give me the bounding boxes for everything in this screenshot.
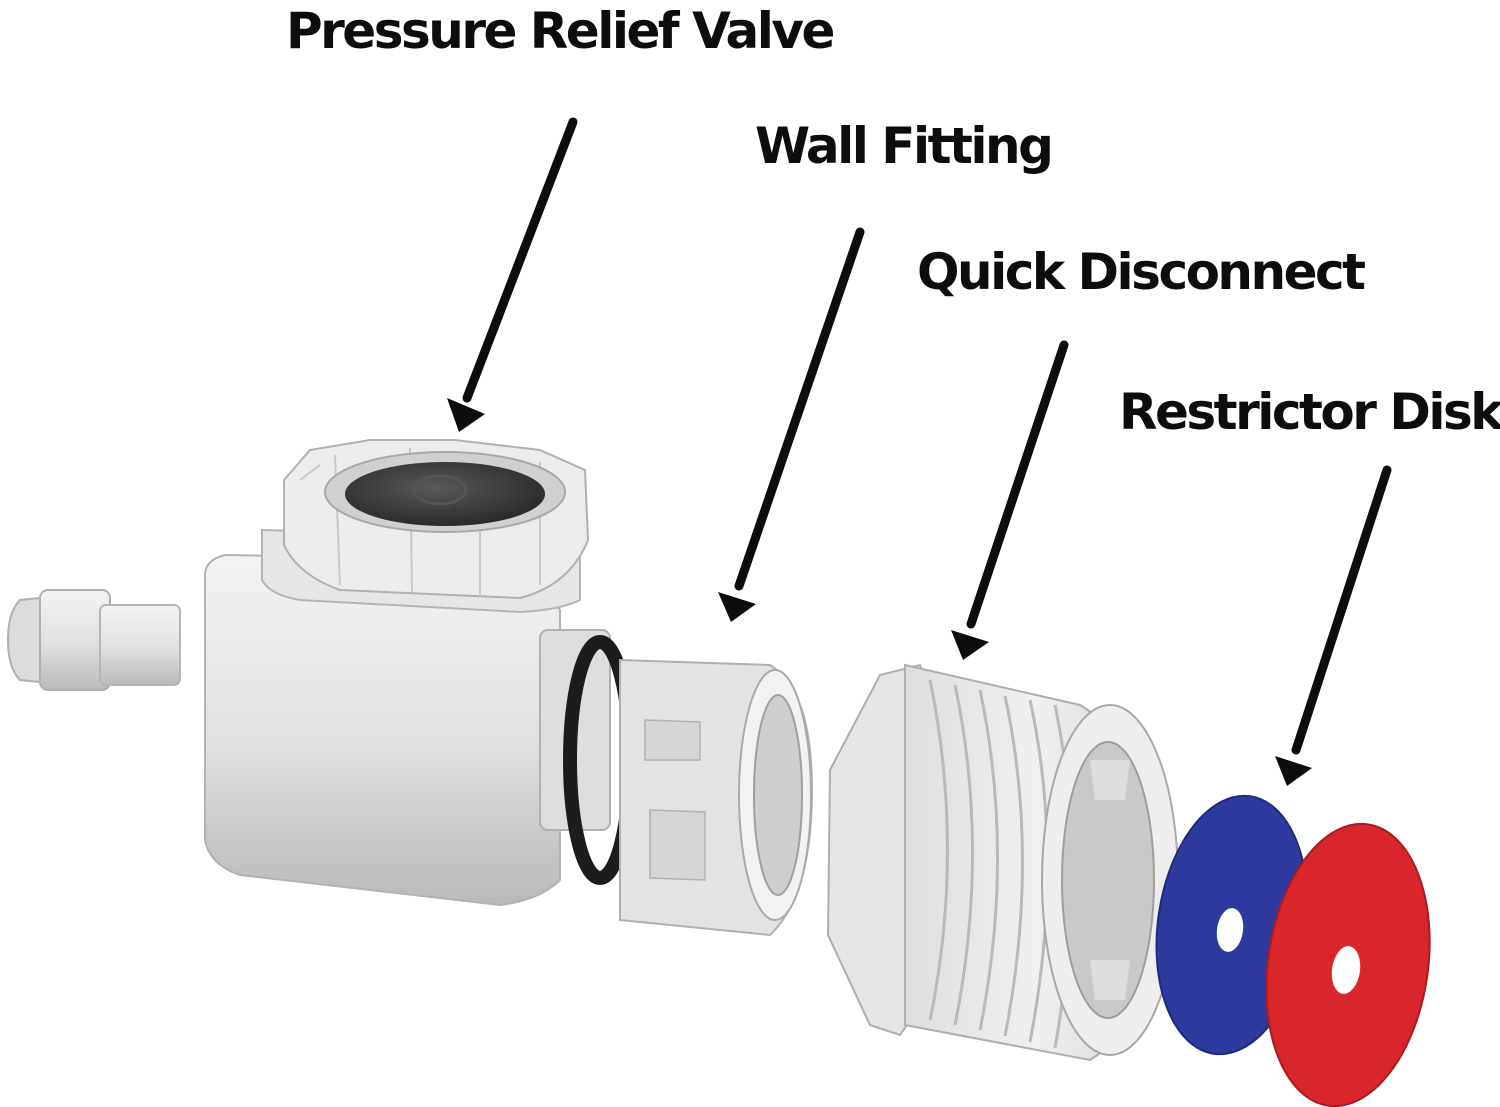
- arrow-prv: [447, 117, 578, 432]
- pressure-relief-valve-part: [6, 439, 814, 937]
- arrow-icon: [462, 117, 578, 403]
- label-quick-disconnect: Quick Disconnect: [917, 243, 1366, 301]
- arrow-icon: [734, 227, 865, 591]
- label-pressure-relief-valve: Pressure Relief Valve: [286, 2, 835, 60]
- arrow-head-rd: [1275, 756, 1312, 786]
- arrow-wall: [718, 227, 865, 622]
- arrow-rd: [1275, 465, 1392, 786]
- arrow-head-prv: [447, 398, 485, 432]
- arrow-icon: [1291, 465, 1392, 755]
- label-restrictor-disk: Restrictor Disk: [1119, 383, 1500, 441]
- label-wall-fitting: Wall Fitting: [755, 117, 1054, 175]
- arrow-head-wall: [718, 592, 756, 622]
- arrow-icon: [966, 340, 1069, 629]
- arrow-qd: [951, 340, 1069, 660]
- wall-fitting-part: [826, 663, 1179, 1062]
- arrow-head-qd: [951, 630, 989, 660]
- restrictor-disk-red: [1265, 822, 1431, 1107]
